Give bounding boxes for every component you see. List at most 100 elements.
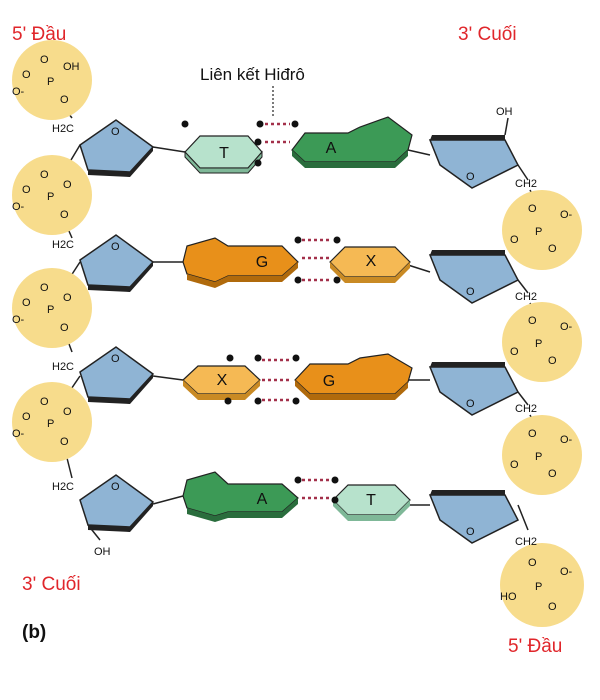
- svg-text:O-: O-: [560, 566, 573, 578]
- svg-text:HO: HO: [500, 591, 517, 603]
- svg-text:P: P: [535, 451, 542, 463]
- svg-text:O: O: [510, 234, 519, 246]
- sugar-left-2: O H2C: [52, 234, 154, 293]
- base-thymine-4: T: [332, 484, 411, 521]
- svg-text:P: P: [535, 581, 542, 593]
- sugar-left-4: O H2C OH: [52, 474, 154, 558]
- svg-text:O: O: [22, 411, 31, 423]
- svg-text:O: O: [40, 396, 49, 408]
- hydrogen-bonds-3: [262, 358, 292, 402]
- pair-4: A T: [182, 471, 411, 522]
- sugar-left-1: O H2C: [52, 119, 154, 178]
- base-thymine-1: T: [184, 135, 263, 174]
- svg-text:O: O: [63, 292, 72, 304]
- svg-text:O: O: [548, 601, 557, 613]
- phosphate-left-3: P O O O O O-: [12, 268, 92, 348]
- svg-text:O: O: [528, 315, 537, 327]
- svg-text:O: O: [528, 557, 537, 569]
- sugar-right-2: O CH2: [429, 249, 537, 304]
- pair-2: G X: [182, 236, 411, 288]
- svg-text:A: A: [326, 140, 337, 157]
- svg-text:P: P: [47, 191, 54, 203]
- svg-text:OH: OH: [496, 106, 513, 118]
- svg-text:O: O: [466, 286, 475, 298]
- label-top-left: 5' Đầu: [12, 24, 66, 45]
- svg-text:H2C: H2C: [52, 481, 74, 493]
- svg-text:O: O: [60, 94, 69, 106]
- base-adenine-1: A: [291, 116, 413, 168]
- phosphate-right-4: P O HO O O-: [500, 543, 584, 627]
- hydrogen-bonds-4: [302, 478, 330, 500]
- svg-text:P: P: [47, 304, 54, 316]
- svg-text:P: P: [535, 338, 542, 350]
- svg-text:H2C: H2C: [52, 361, 74, 373]
- svg-text:O: O: [63, 406, 72, 418]
- hydrogen-bond-label: Liên kết Hiđrô: [200, 65, 305, 84]
- svg-text:O: O: [111, 353, 120, 365]
- base-guanine-3: G: [294, 353, 413, 400]
- svg-text:O: O: [548, 355, 557, 367]
- svg-text:O: O: [22, 184, 31, 196]
- svg-text:O: O: [111, 481, 120, 493]
- svg-text:O-: O-: [560, 209, 573, 221]
- svg-text:G: G: [256, 254, 268, 271]
- svg-text:H2C: H2C: [52, 239, 74, 251]
- svg-text:O: O: [548, 243, 557, 255]
- glycosidic-bonds: [152, 146, 431, 506]
- svg-text:O: O: [528, 428, 537, 440]
- hydrogen-bonds-2: [302, 238, 332, 282]
- svg-text:O: O: [528, 203, 537, 215]
- svg-text:T: T: [219, 145, 229, 162]
- phosphate-right-1: P O O O O-: [502, 190, 582, 270]
- svg-text:X: X: [217, 372, 228, 389]
- svg-text:O-: O-: [560, 434, 573, 446]
- phosphate-right-2: P O O O O-: [502, 302, 582, 382]
- base-adenine-4: A: [182, 471, 299, 522]
- pair-3: X G: [182, 353, 413, 405]
- svg-text:O-: O-: [12, 86, 25, 98]
- svg-text:O: O: [40, 282, 49, 294]
- base-cytosine-3: X: [182, 365, 261, 400]
- svg-text:O: O: [466, 171, 475, 183]
- svg-text:O: O: [111, 126, 120, 138]
- sugar-right-3: O CH2: [429, 361, 537, 416]
- svg-text:G: G: [323, 373, 335, 390]
- svg-text:O: O: [22, 69, 31, 81]
- base-guanine-2: G: [182, 237, 299, 288]
- phosphate-left-4: P O O O O O-: [12, 382, 92, 462]
- svg-text:O: O: [22, 297, 31, 309]
- svg-text:O: O: [60, 436, 69, 448]
- phosphate-right-3: P O O O O-: [502, 415, 582, 495]
- sugar-left-3: O H2C: [52, 346, 154, 405]
- pair-1: T A: [181, 116, 413, 174]
- phosphate-left-1: P O O OH O O-: [12, 40, 92, 120]
- svg-text:O: O: [548, 468, 557, 480]
- svg-text:CH2: CH2: [515, 536, 537, 548]
- svg-text:O: O: [466, 526, 475, 538]
- svg-text:O-: O-: [12, 428, 25, 440]
- svg-text:CH2: CH2: [515, 178, 537, 190]
- svg-text:O-: O-: [560, 321, 573, 333]
- svg-text:O: O: [510, 346, 519, 358]
- svg-text:OH: OH: [63, 61, 80, 73]
- svg-text:P: P: [47, 76, 54, 88]
- svg-text:O: O: [63, 179, 72, 191]
- svg-text:P: P: [47, 418, 54, 430]
- svg-text:O: O: [40, 169, 49, 181]
- svg-text:T: T: [366, 492, 376, 509]
- svg-text:H2C: H2C: [52, 123, 74, 135]
- label-bottom-right: 5' Đầu: [508, 636, 562, 657]
- svg-text:O: O: [111, 241, 120, 253]
- svg-text:O: O: [60, 209, 69, 221]
- svg-text:O-: O-: [12, 201, 25, 213]
- svg-text:OH: OH: [94, 546, 111, 558]
- base-cytosine-2: X: [329, 246, 411, 283]
- svg-text:O-: O-: [12, 314, 25, 326]
- phosphate-left-2: P O O O O O-: [12, 155, 92, 235]
- svg-text:P: P: [535, 226, 542, 238]
- hydrogen-bonds-1: [265, 122, 290, 144]
- svg-text:CH2: CH2: [515, 403, 537, 415]
- svg-text:O: O: [60, 322, 69, 334]
- label-top-right: 3' Cuối: [458, 24, 517, 45]
